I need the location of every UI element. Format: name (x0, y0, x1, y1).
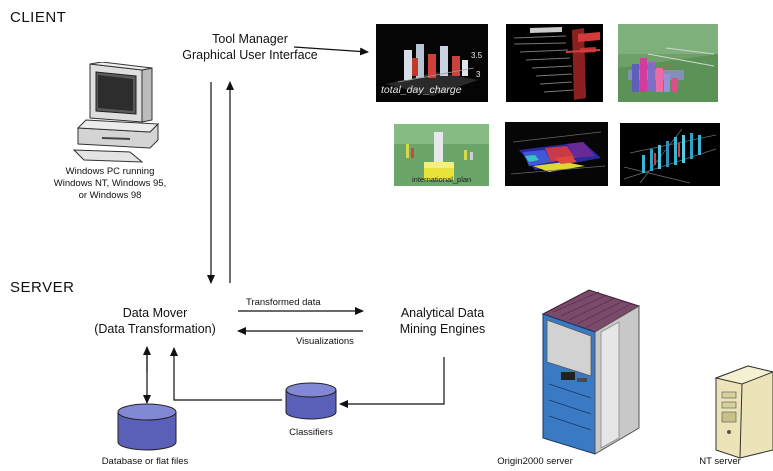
classifiers-icon (285, 382, 337, 420)
database-icon (117, 403, 177, 451)
server-heading: SERVER (10, 279, 75, 296)
edge-label-visualizations: Visualizations (296, 336, 354, 347)
visualization-thumbnail-2 (506, 24, 603, 102)
pc-line-3: or Windows 98 (78, 190, 142, 201)
data-mover-label: Data Mover (Data Transformation) (85, 305, 225, 337)
data-mover-line-2: (Data Transformation) (94, 322, 216, 336)
visualization-thumbnail-6 (620, 123, 720, 186)
pc-icon (72, 62, 160, 163)
pc-line-2: Windows NT, Windows 95, (53, 178, 167, 189)
database-label: Database or flat files (101, 456, 189, 467)
arrow-engines-to-classifiers (339, 357, 445, 408)
visualization-thumbnail-1: total_day_charge 3.5 3 (376, 24, 488, 102)
origin2000-server-label: Origin2000 server (497, 456, 573, 467)
visualization-thumbnail-3 (618, 24, 718, 102)
arrow-classifiers-to-data-mover (170, 347, 282, 401)
tool-manager-label: Tool Manager Graphical User Interface (175, 31, 325, 63)
tool-manager-line-1: Tool Manager (212, 32, 288, 46)
mining-engines-label: Analytical Data Mining Engines (375, 305, 510, 337)
client-heading: CLIENT (10, 9, 67, 26)
thumbnail-value-label: 3 (476, 70, 481, 79)
pc-line-1: Windows PC running (65, 166, 155, 177)
tool-manager-line-2: Graphical User Interface (182, 48, 318, 62)
origin2000-server-icon (541, 289, 641, 455)
data-mover-line-1: Data Mover (122, 306, 188, 320)
nt-server-icon (714, 365, 773, 459)
visualization-thumbnail-5 (505, 122, 608, 186)
arrow-gui-to-visuals (293, 46, 369, 56)
visualization-thumbnail-4: international_plan (394, 124, 489, 186)
thumbnail-value-label: 3.5 (471, 51, 483, 60)
edge-label-transformed-data: Transformed data (246, 297, 321, 308)
nt-server-label: NT server (699, 456, 741, 467)
pc-caption: Windows PC running Windows NT, Windows 9… (45, 166, 175, 202)
thumbnail-caption: international_plan (412, 175, 472, 184)
classifiers-label: Classifiers (289, 427, 333, 438)
mining-engines-line-2: Mining Engines (399, 322, 486, 336)
mining-engines-line-1: Analytical Data (400, 306, 485, 320)
thumbnail-caption: total_day_charge (381, 84, 462, 96)
